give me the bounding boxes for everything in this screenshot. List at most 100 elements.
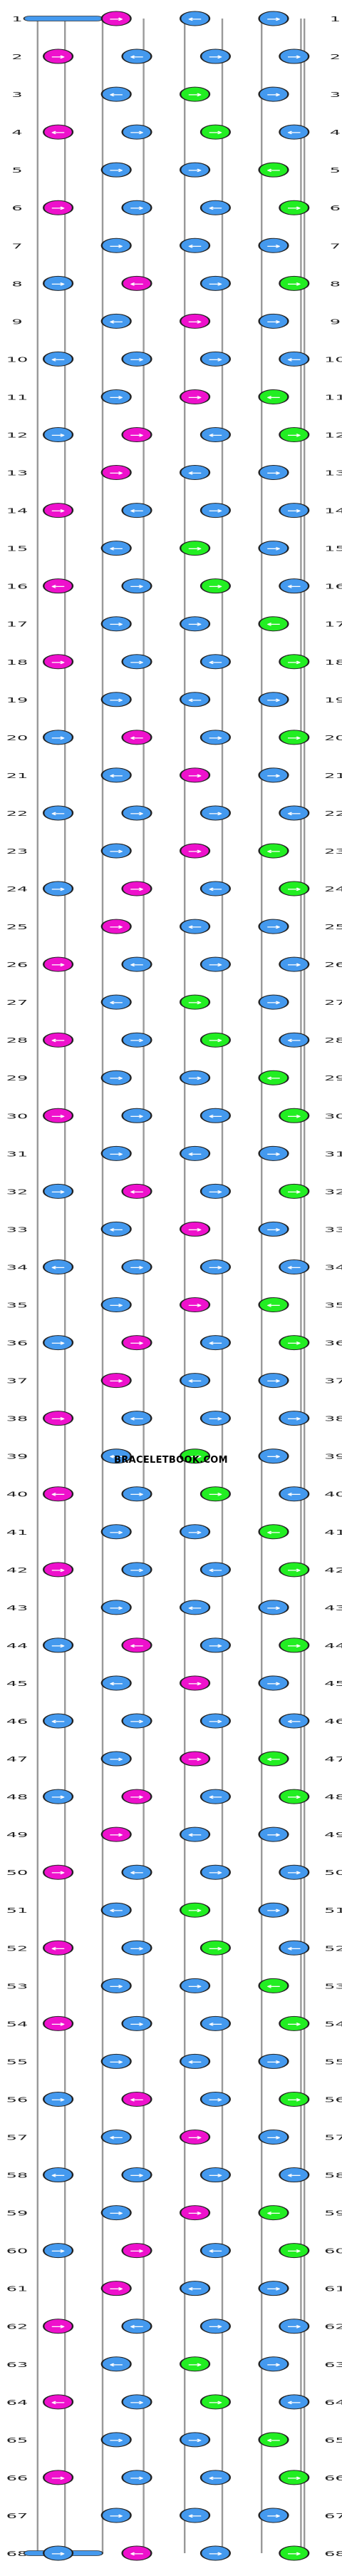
knot-symbol: → — [287, 1566, 301, 1574]
knot: → — [279, 2243, 310, 2259]
row-label-left: 64 — [6, 2398, 28, 2406]
knot: → — [200, 1032, 231, 1048]
knot-body — [100, 1978, 132, 1993]
knot-body — [100, 2432, 132, 2448]
knot-symbol: ← — [287, 356, 301, 364]
row-label-right: 19 — [324, 696, 342, 704]
knot-body — [121, 124, 152, 140]
knot-symbol: → — [188, 1907, 202, 1915]
knot: ← — [258, 2205, 289, 2221]
knot-body — [258, 162, 289, 178]
knot-symbol: ← — [109, 772, 123, 780]
knot: → — [279, 1335, 310, 1351]
knot-symbol: ← — [130, 2550, 144, 2557]
knot-symbol: → — [208, 356, 222, 364]
knot-symbol: → — [109, 1302, 123, 1309]
knot: → — [100, 237, 132, 253]
knot: ← — [121, 1864, 152, 1880]
knot-symbol: → — [130, 1339, 144, 1347]
knot-body — [200, 1940, 231, 1956]
row-label-right: 7 — [330, 242, 341, 250]
knot-body — [43, 2167, 74, 2183]
row-label-left: 7 — [11, 242, 22, 250]
row-label-right: 27 — [324, 998, 342, 1006]
knot: ← — [200, 426, 231, 442]
knot: ← — [100, 2356, 132, 2372]
knot-body — [179, 86, 211, 102]
knot-body — [279, 881, 310, 896]
knot-symbol: ← — [188, 242, 202, 250]
knot: → — [200, 1713, 231, 1729]
row-label-left: 22 — [6, 809, 28, 817]
knot-symbol: → — [51, 1869, 66, 1876]
knot-symbol: → — [208, 2398, 222, 2406]
knot: → — [100, 1145, 132, 1161]
knots: → ← → → ← → → ← → → ← → → ← → → ← → → ← → → ← → → ← → → ← → → ← → → ← → → ← → →… — [43, 11, 310, 2561]
knot-symbol: ← — [109, 1907, 123, 1915]
knot-body — [121, 48, 152, 64]
knot-symbol: → — [208, 1945, 222, 1953]
knot-body — [100, 2356, 132, 2372]
knot-body — [43, 2394, 74, 2410]
knot-body — [43, 730, 74, 745]
row-label-right: 9 — [330, 318, 341, 326]
knot-body — [258, 389, 289, 404]
knot-symbol: → — [266, 242, 281, 250]
knot: → — [200, 2394, 231, 2410]
knot-body — [200, 805, 231, 821]
knot: ← — [43, 124, 74, 140]
row-label-right: 1 — [330, 15, 341, 23]
row-label-left: 58 — [6, 2172, 28, 2179]
row-label-left: 4 — [11, 128, 22, 136]
knot-body — [100, 1902, 132, 1918]
knot: ← — [100, 1448, 132, 1464]
knot-body — [279, 2015, 310, 2031]
knot-symbol: → — [266, 998, 281, 1006]
knot: → — [43, 1637, 74, 1653]
knot: ← — [100, 767, 132, 783]
knot-symbol: → — [208, 53, 222, 61]
knot-symbol: → — [208, 2172, 222, 2179]
knot: → — [258, 2130, 289, 2145]
knot-symbol: → — [130, 2398, 144, 2406]
row-label-right: 39 — [324, 1453, 342, 1461]
knot: ← — [43, 1486, 74, 1502]
knot: ← — [200, 1789, 231, 1804]
knot-symbol: → — [51, 885, 66, 893]
knot-symbol: ← — [208, 431, 222, 439]
knot-symbol: → — [130, 658, 144, 666]
row-label-left: 23 — [6, 847, 28, 855]
knot: → — [121, 2394, 152, 2410]
row-label-right: 56 — [324, 2096, 342, 2104]
knot-body — [279, 1032, 310, 1048]
row-label-right: 23 — [324, 847, 342, 855]
knot-body — [100, 1070, 132, 1085]
knot-body — [258, 1448, 289, 1464]
knot: → — [279, 2319, 310, 2334]
row-label-left: 44 — [6, 1642, 28, 1650]
knot-symbol: → — [109, 847, 123, 855]
knot-symbol: → — [130, 128, 144, 136]
knot: → — [200, 1411, 231, 1426]
knot-body — [100, 767, 132, 783]
knot-symbol: → — [51, 961, 66, 968]
knot-symbol: → — [188, 1755, 202, 1763]
knot: → — [43, 654, 74, 670]
knot-body — [279, 578, 310, 594]
knot-body — [179, 2205, 211, 2221]
knot-body — [279, 1789, 310, 1804]
knot-symbol: ← — [109, 2134, 123, 2142]
knot-symbol: → — [208, 1717, 222, 1725]
knot-symbol: → — [51, 2247, 66, 2255]
knot-symbol: → — [266, 91, 281, 98]
knot-symbol: → — [188, 620, 202, 628]
knot: → — [258, 994, 289, 1010]
knot: ← — [258, 1070, 289, 1085]
knot-symbol: ← — [109, 2361, 123, 2368]
knot-symbol: ← — [109, 318, 123, 326]
knot: → — [179, 767, 211, 783]
knot: → — [121, 1108, 152, 1123]
knot-body — [179, 2130, 211, 2145]
knot-symbol: ← — [109, 1680, 123, 1687]
